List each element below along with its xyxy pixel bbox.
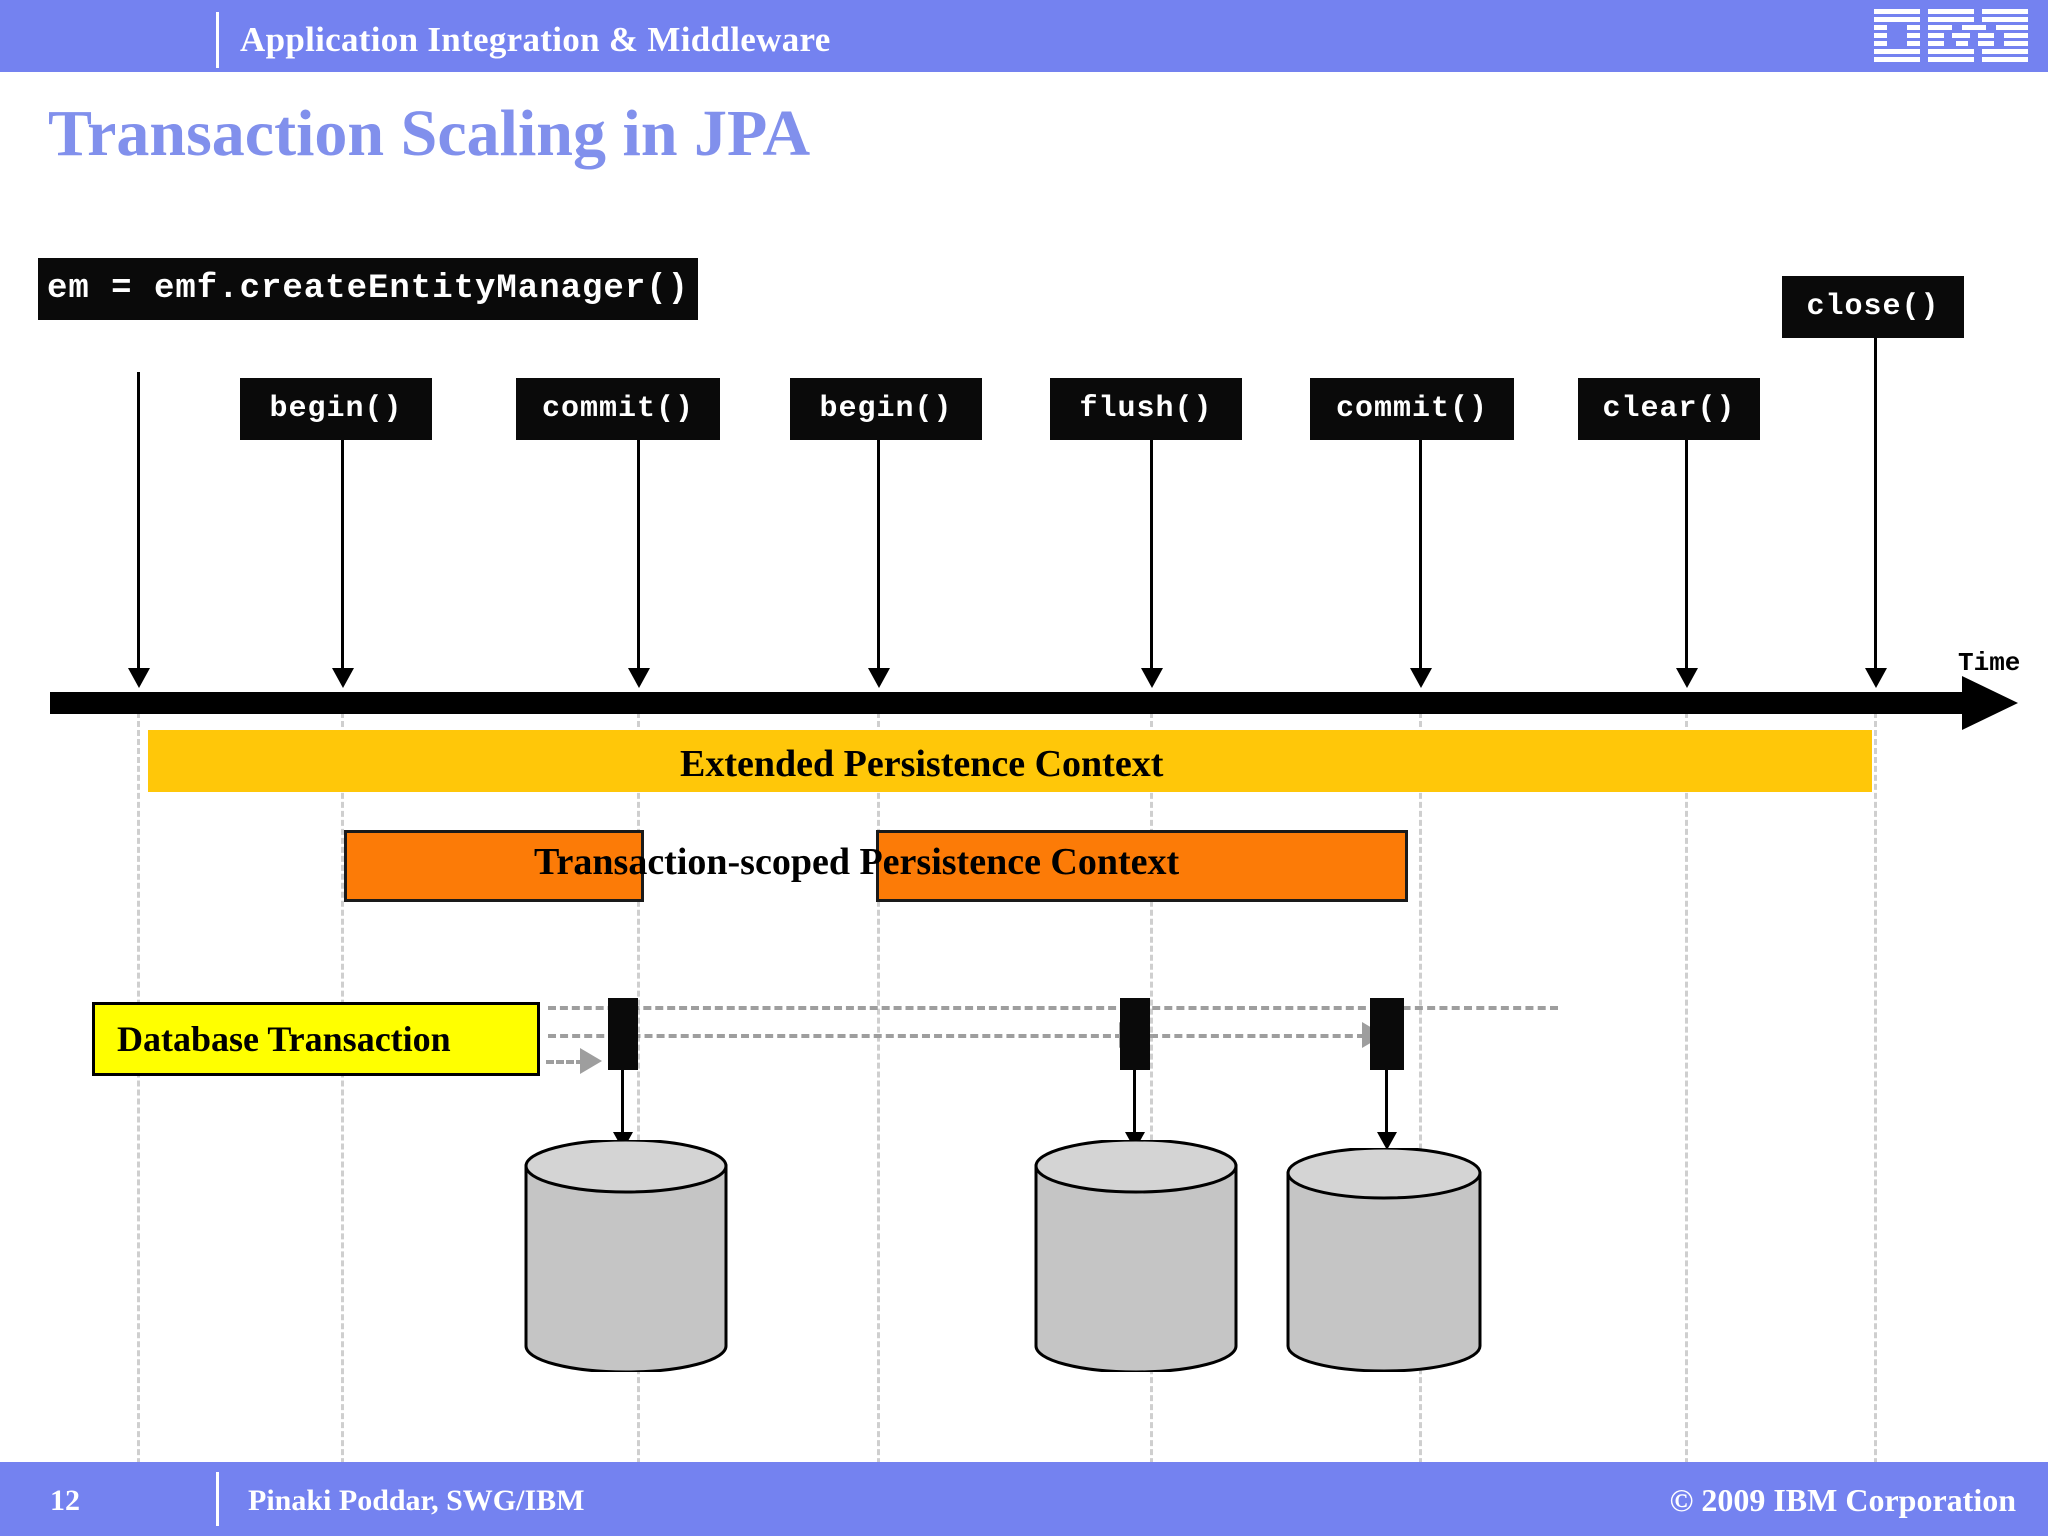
extended-persistence-context-label: Extended Persistence Context [680, 743, 1164, 785]
drop-line-flush [1150, 440, 1153, 672]
drop-arrow-close [1865, 668, 1887, 688]
code-box-label: clear() [1602, 392, 1736, 426]
code-box-begin-1[interactable]: begin() [240, 378, 432, 440]
guide-line-1 [137, 712, 140, 1536]
code-box-flush[interactable]: flush() [1050, 378, 1242, 440]
drop-arrow-commit-2 [1410, 668, 1432, 688]
code-box-create-entity-manager[interactable]: em = emf.createEntityManager() [38, 258, 698, 320]
code-box-begin-2[interactable]: begin() [790, 378, 982, 440]
database-transaction-label-box: Database Transaction [92, 1002, 540, 1076]
footer-page-number: 12 [50, 1484, 80, 1517]
db-transaction-tick-1 [608, 998, 638, 1070]
drop-line-clear [1685, 440, 1688, 672]
connector-arrow-stub-icon [580, 1048, 602, 1074]
guide-line-2 [341, 712, 344, 1536]
connector-line-top-b [1128, 1006, 1378, 1010]
connector-line-stub [546, 1060, 584, 1064]
code-box-clear[interactable]: clear() [1578, 378, 1760, 440]
drop-line-create [137, 372, 140, 672]
code-box-label: close() [1806, 290, 1940, 324]
code-box-close[interactable]: close() [1782, 276, 1964, 338]
code-box-commit-2[interactable]: commit() [1310, 378, 1514, 440]
footer-divider [216, 1472, 219, 1526]
db-tick-stem-3 [1385, 1070, 1388, 1136]
drop-line-commit-1 [637, 440, 640, 672]
code-box-label: commit() [541, 392, 695, 426]
drop-arrow-begin-1 [332, 668, 354, 688]
drop-arrow-commit-1 [628, 668, 650, 688]
database-cylinder-3 [1284, 1148, 1484, 1372]
slide-header [0, 0, 2048, 72]
transaction-scoped-bar-2 [876, 830, 1408, 902]
slide-footer [0, 1462, 2048, 1536]
header-divider [216, 12, 219, 68]
footer-author: Pinaki Poddar, SWG/IBM [248, 1484, 585, 1517]
transaction-scoped-bar-1 [344, 830, 644, 902]
code-box-label: begin() [819, 392, 953, 426]
db-tick-stem-1 [621, 1070, 624, 1136]
drop-arrow-create [128, 668, 150, 688]
connector-line-top-c [1378, 1006, 1558, 1010]
db-tick-stem-2 [1133, 1070, 1136, 1136]
drop-arrow-clear [1676, 668, 1698, 688]
guide-line-6 [1419, 712, 1422, 1536]
drop-arrow-begin-2 [868, 668, 890, 688]
time-axis-label: Time [1958, 648, 2021, 678]
extended-persistence-context-bar [148, 730, 1872, 792]
guide-line-7 [1685, 712, 1688, 1536]
db-tick-stem-arrow-3 [1377, 1132, 1397, 1150]
drop-line-begin-2 [877, 440, 880, 672]
connector-line-top-a [548, 1006, 1128, 1010]
database-cylinder-1 [522, 1140, 730, 1372]
guide-line-8 [1874, 712, 1877, 1536]
code-box-label: begin() [269, 392, 403, 426]
connector-line-mid-2 [1150, 1034, 1365, 1038]
guide-line-4 [877, 712, 880, 1536]
db-transaction-tick-2 [1120, 998, 1150, 1070]
code-box-label: flush() [1079, 392, 1213, 426]
code-box-label: commit() [1335, 392, 1489, 426]
database-cylinder-2 [1032, 1140, 1240, 1372]
time-axis [50, 692, 1970, 714]
db-transaction-tick-3 [1370, 998, 1404, 1070]
transaction-scoped-persistence-context-label: Transaction-scoped Persistence Context [534, 841, 1180, 883]
header-title: Application Integration & Middleware [240, 20, 831, 59]
drop-arrow-flush [1141, 668, 1163, 688]
guide-line-3 [637, 712, 640, 1536]
ibm-logo [1872, 8, 2032, 64]
drop-line-close [1874, 338, 1877, 672]
code-box-commit-1[interactable]: commit() [516, 378, 720, 440]
drop-line-commit-2 [1419, 440, 1422, 672]
page-title: Transaction Scaling in JPA [48, 97, 811, 170]
time-axis-arrow-icon [1962, 676, 2018, 730]
database-transaction-label: Database Transaction [117, 1019, 451, 1059]
footer-copyright: © 2009 IBM Corporation [1669, 1482, 2016, 1518]
drop-line-begin-1 [341, 440, 344, 672]
connector-line-mid [548, 1034, 1123, 1038]
code-box-label: em = emf.createEntityManager() [46, 270, 690, 308]
guide-line-5 [1150, 712, 1153, 1536]
